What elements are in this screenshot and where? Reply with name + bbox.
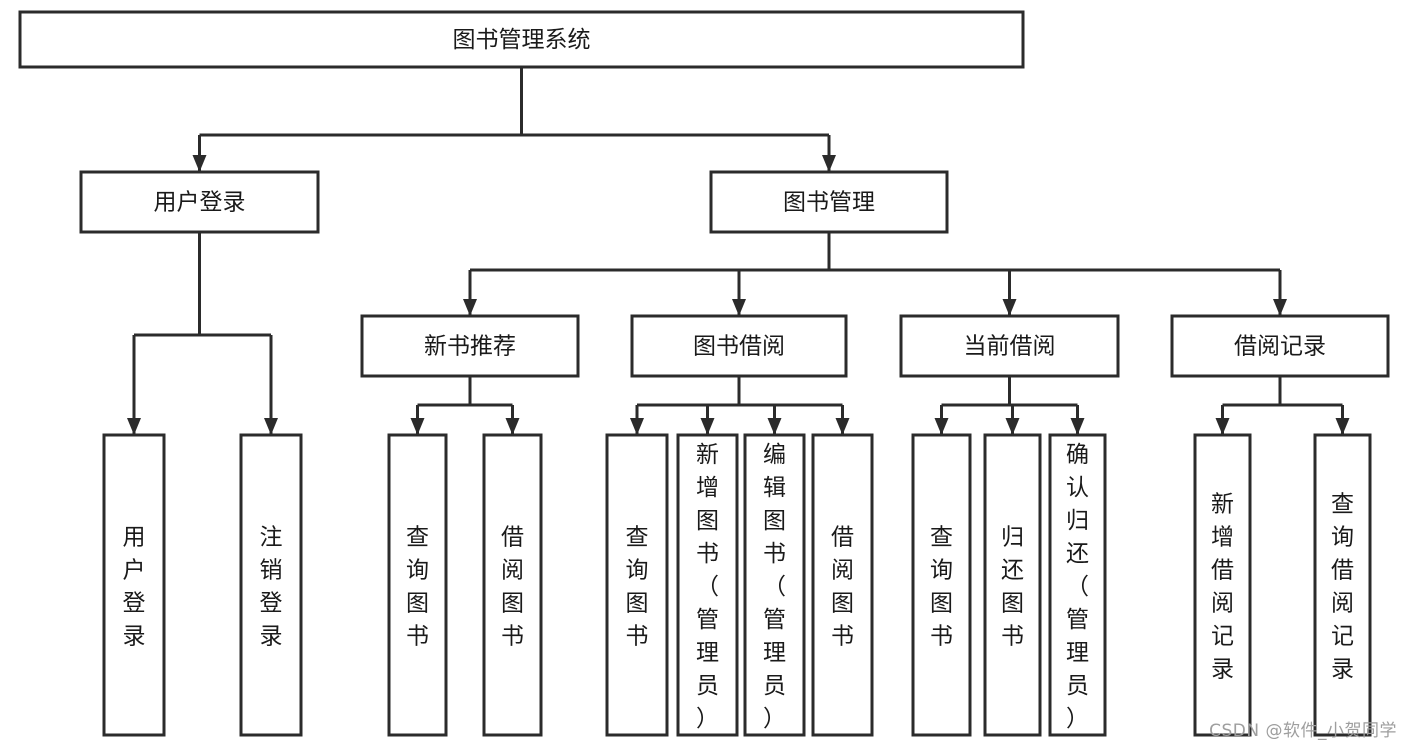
node-label: 查询图书	[626, 525, 649, 650]
node-leaf-3[interactable]: 借阅图书	[482, 433, 543, 737]
node-leaf-0[interactable]: 用户登录	[102, 433, 166, 737]
node-leaf-8[interactable]: 查询图书	[911, 433, 972, 737]
node-level3-1[interactable]: 图书借阅	[630, 314, 848, 378]
node-label: 编辑图书（管理员）	[763, 442, 786, 732]
node-leaf-9[interactable]: 归还图书	[983, 433, 1042, 737]
node-level3-0[interactable]: 新书推荐	[360, 314, 580, 378]
node-label: 归还图书	[1001, 525, 1024, 650]
node-label: 图书管理系统	[453, 27, 591, 53]
node-label: 查询图书	[930, 525, 953, 650]
node-label: 借阅图书	[831, 525, 854, 650]
node-root-0[interactable]: 图书管理系统	[18, 10, 1025, 69]
node-level2-0[interactable]: 用户登录	[79, 170, 320, 234]
node-leaf-4[interactable]: 查询图书	[605, 433, 669, 737]
node-leaf-2[interactable]: 查询图书	[387, 433, 448, 737]
nodes-layer: 图书管理系统用户登录图书管理新书推荐图书借阅当前借阅借阅记录用户登录注销登录查询…	[18, 10, 1390, 737]
node-label: 用户登录	[123, 525, 146, 650]
node-leaf-11[interactable]: 新增借阅记录	[1193, 433, 1252, 737]
node-label: 查询借阅记录	[1331, 492, 1354, 683]
node-leaf-5[interactable]: 新增图书（管理员）	[676, 433, 739, 737]
node-label: 注销登录	[260, 525, 283, 650]
node-level2-1[interactable]: 图书管理	[709, 170, 949, 234]
node-label: 当前借阅	[964, 334, 1056, 360]
node-level3-3[interactable]: 借阅记录	[1170, 314, 1390, 378]
node-leaf-12[interactable]: 查询借阅记录	[1313, 433, 1372, 737]
node-label: 查询图书	[406, 525, 429, 650]
node-leaf-7[interactable]: 借阅图书	[811, 433, 874, 737]
node-label: 图书管理	[783, 190, 875, 216]
node-label: 新书推荐	[424, 334, 516, 360]
node-label: 用户登录	[154, 190, 246, 216]
node-label: 新增图书（管理员）	[696, 442, 719, 732]
node-label: 新增借阅记录	[1211, 492, 1234, 683]
node-label: 图书借阅	[693, 334, 785, 360]
node-leaf-1[interactable]: 注销登录	[239, 433, 303, 737]
node-leaf-6[interactable]: 编辑图书（管理员）	[743, 433, 806, 737]
node-level3-2[interactable]: 当前借阅	[899, 314, 1120, 378]
node-label: 借阅图书	[501, 525, 524, 650]
node-label: 确认归还（管理员）	[1066, 442, 1089, 732]
connectors-layer	[127, 67, 1350, 435]
node-label: 借阅记录	[1234, 334, 1326, 360]
node-leaf-10[interactable]: 确认归还（管理员）	[1048, 433, 1107, 737]
